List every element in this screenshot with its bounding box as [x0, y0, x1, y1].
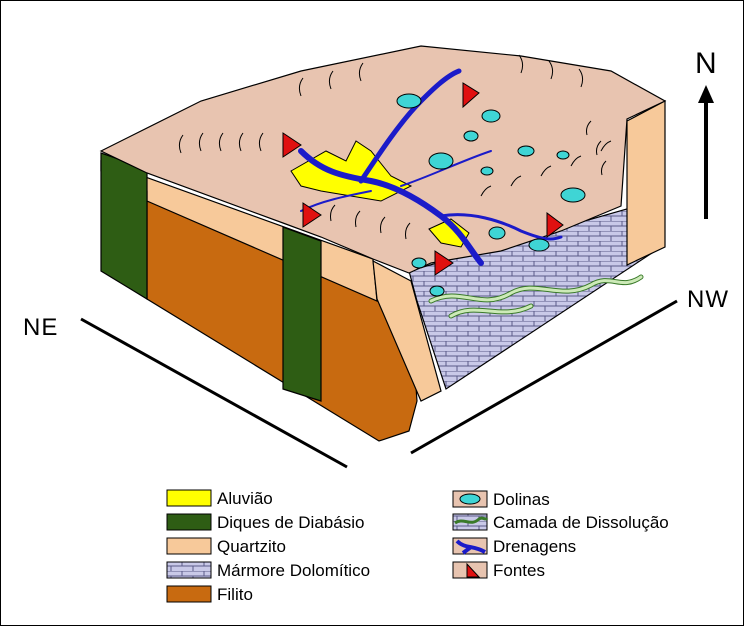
dolina [561, 188, 585, 202]
dolina [464, 131, 478, 141]
filito-swatch [167, 586, 211, 602]
legend-quartzito: Quartzito [217, 537, 286, 556]
dolina [412, 258, 426, 268]
diabasio-swatch [167, 514, 211, 530]
legend-marmore: Mármore Dolomítico [217, 561, 370, 580]
dolina [529, 239, 549, 251]
quartzito-right [627, 101, 665, 265]
drenagem-icon [453, 538, 487, 554]
dolina-icon [453, 491, 487, 507]
fonte-icon [453, 562, 487, 578]
nw-label: NW [687, 286, 729, 313]
camada-icon [453, 514, 487, 530]
north-arrow-shaft [704, 101, 708, 219]
dolina [557, 151, 569, 159]
dolina [518, 146, 534, 156]
legend-diabasio: Diques de Diabásio [217, 513, 364, 532]
diabasio-dike-center [283, 227, 321, 401]
legend: Aluvião Diques de Diabásio Quartzito Már… [167, 489, 669, 604]
legend-dolinas: Dolinas [493, 490, 550, 509]
dolina [430, 286, 444, 296]
north-arrow: N [695, 47, 717, 219]
north-label: N [695, 47, 717, 80]
legend-drenagens: Drenagens [493, 537, 576, 556]
dolina [481, 167, 493, 175]
quartzito-swatch [167, 538, 211, 554]
legend-aluviao: Aluvião [217, 489, 273, 508]
dolina [482, 110, 500, 122]
legend-filito: Filito [217, 585, 253, 604]
legend-fontes: Fontes [493, 561, 545, 580]
marmore-swatch [167, 562, 211, 578]
aluviao-swatch [167, 490, 211, 506]
diabasio-dike-left [101, 153, 147, 299]
dolina [489, 227, 505, 239]
ne-label: NE [23, 314, 58, 341]
geologic-block [101, 46, 665, 441]
dolina [429, 153, 453, 169]
dolina [397, 94, 421, 108]
north-arrow-head [698, 85, 714, 103]
legend-camada: Camada de Dissolução [493, 513, 669, 532]
